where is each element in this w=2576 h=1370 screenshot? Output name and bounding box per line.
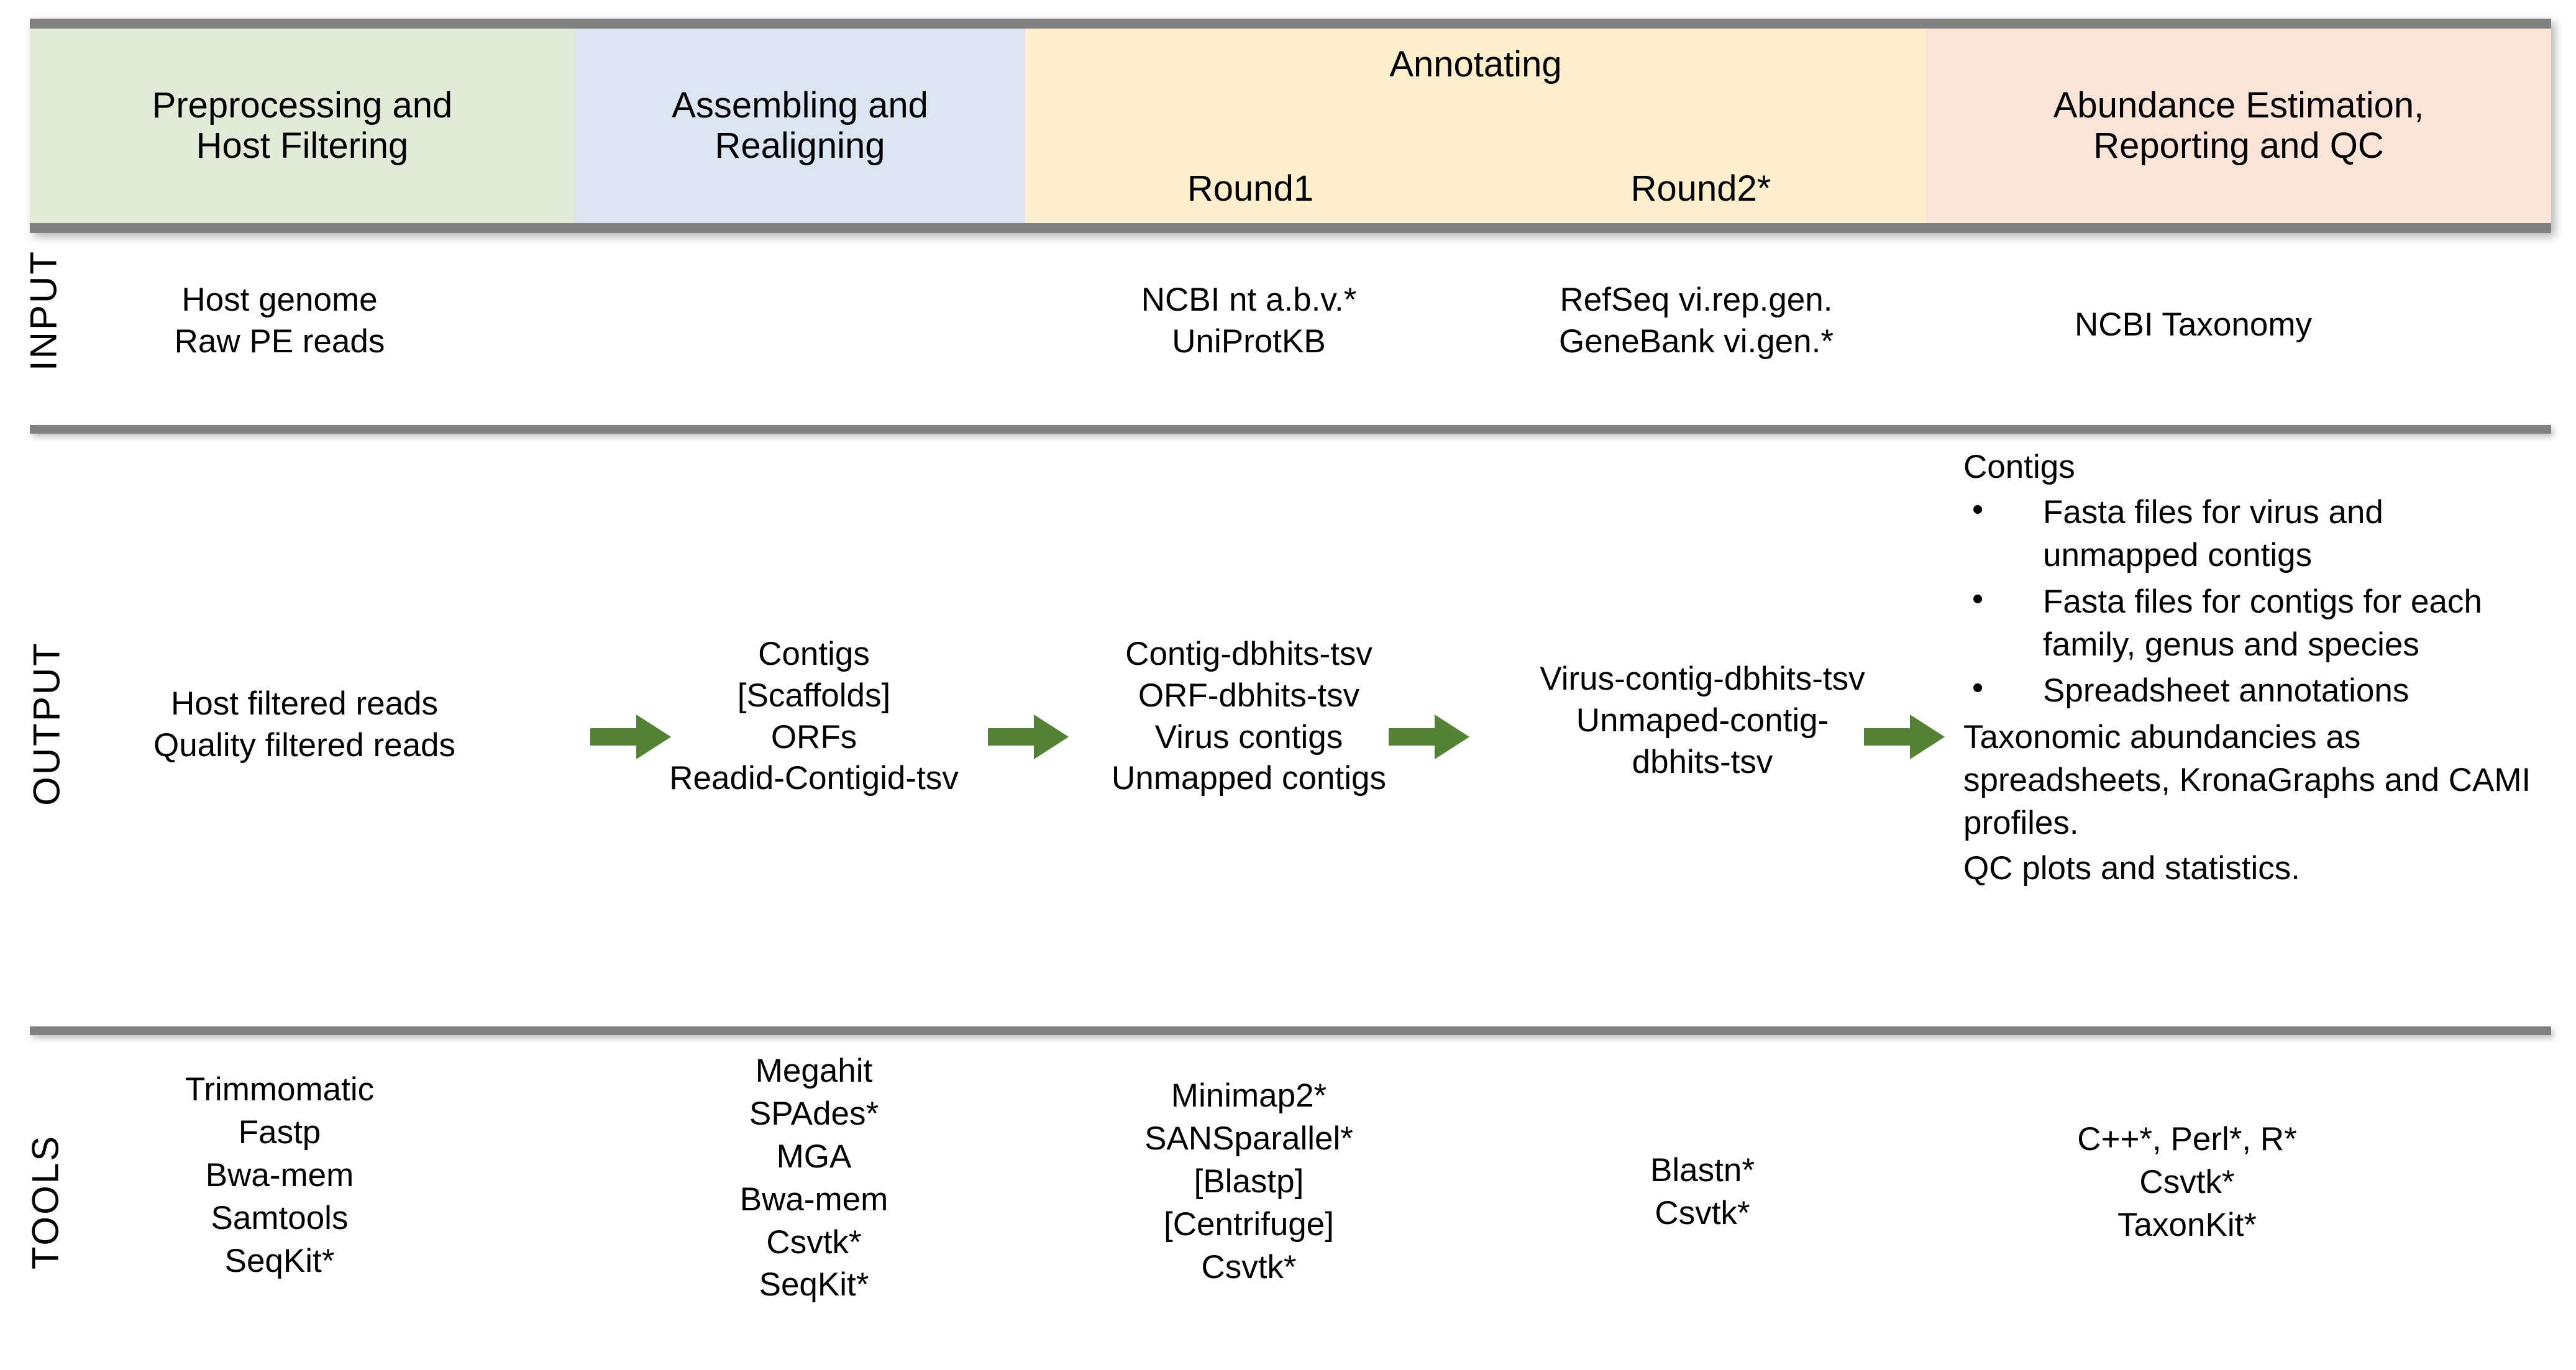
output-abundance-bullet-list: Fasta files for virus and unmapped conti… [1963, 489, 2547, 713]
tools-cell-preprocessing: Trimmomatic Fastp Bwa-mem Samtools SeqKi… [185, 1071, 375, 1279]
input-cell-abundance: NCBI Taxonomy [2075, 306, 2312, 343]
phase-annotating: Annotating Round1 Round2* [1025, 29, 1926, 223]
tools-cell-abundance: C++*, Perl*, R* Csvtk* TaxonKit* [2077, 1121, 2297, 1243]
pipeline-phase-banner: Preprocessing and Host Filtering Assembl… [30, 19, 2551, 233]
phase-annotating-title: Annotating [1389, 44, 1562, 84]
input-cell-annotating-round2: RefSeq vi.rep.gen. GeneBank vi.gen.* [1559, 281, 1834, 360]
list-item: Fasta files for virus and unmapped conti… [1963, 489, 2547, 577]
input-cell-annotating-round1: NCBI nt a.b.v.* UniProtKB [1141, 281, 1357, 360]
annotating-round2-label: Round2* [1630, 168, 1771, 209]
input-cell-preprocessing: Host genome Raw PE reads [174, 281, 385, 360]
phase-abundance-estimation-title: Abundance Estimation, Reporting and QC [2053, 84, 2424, 166]
output-abundance-lead: Contigs [1963, 449, 2075, 485]
output-cell-annotating-round1: Contig-dbhits-tsv ORF-dbhits-tsv Virus c… [1112, 636, 1386, 797]
flow-arrow-icon [590, 713, 671, 760]
divider-output-tools [30, 1026, 2551, 1035]
row-label-output: OUTPUT [25, 641, 68, 806]
list-item: Fasta files for contigs for each family,… [1963, 578, 2547, 667]
output-cell-annotating-round2: Virus-contig-dbhits-tsv Unmaped-contig- … [1540, 660, 1865, 780]
phase-preprocessing-title: Preprocessing and Host Filtering [152, 84, 453, 166]
tools-cell-annotating-round1: Minimap2* SANSparallel* [Blastp] [Centri… [1144, 1077, 1353, 1286]
annotating-round1-label: Round1 [1187, 168, 1314, 209]
flow-arrow-icon [1389, 713, 1469, 760]
list-item: Spreadsheet annotations [1963, 667, 2547, 713]
annotating-rounds: Round1 Round2* [1025, 168, 1926, 209]
output-cell-assembling: Contigs [Scaffolds] ORFs Readid-Contigid… [669, 636, 959, 797]
phase-assembling-title: Assembling and Realigning [672, 84, 928, 166]
flow-arrow-icon [988, 713, 1069, 760]
output-abundance-paragraph-qc: QC plots and statistics. [1963, 850, 2300, 887]
row-label-tools: TOOLS [24, 1134, 66, 1270]
phase-preprocessing: Preprocessing and Host Filtering [30, 29, 575, 223]
flow-arrow-icon [1864, 713, 1945, 760]
row-label-input: INPUT [22, 250, 65, 371]
output-cell-abundance: Contigs Fasta files for virus and unmapp… [1963, 446, 2547, 890]
tools-cell-assembling: Megahit SPAdes* MGA Bwa-mem Csvtk* SeqKi… [739, 1053, 888, 1304]
divider-input-output [30, 425, 2551, 434]
tools-cell-annotating-round2: Blastn* Csvtk* [1650, 1152, 1755, 1231]
phase-assembling: Assembling and Realigning [575, 29, 1025, 223]
phase-abundance-estimation: Abundance Estimation, Reporting and QC [1926, 29, 2551, 223]
output-abundance-paragraph-taxonomic: Taxonomic abundancies as spreadsheets, K… [1963, 719, 2531, 842]
output-cell-preprocessing: Host filtered reads Quality filtered rea… [153, 685, 456, 764]
